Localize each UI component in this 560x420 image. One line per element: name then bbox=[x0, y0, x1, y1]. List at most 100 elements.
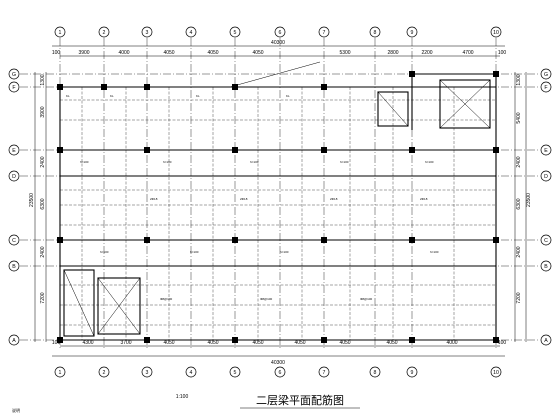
right-span-dim: 5400 bbox=[516, 112, 522, 123]
axis-bubble-label: G bbox=[544, 72, 548, 78]
axis-bubble-label: 3 bbox=[146, 30, 149, 36]
right-span-dim: 6300 bbox=[516, 198, 522, 209]
axis-bubble-label: A bbox=[544, 338, 548, 344]
bottom-axis-bubbles: 1 2 3 4 5 6 7 8 9 10 bbox=[54, 366, 502, 378]
axis-bubble-label: 1 bbox=[59, 370, 62, 376]
beam-label: KL bbox=[286, 94, 290, 98]
top-edge-dim-left: 100 bbox=[52, 50, 61, 56]
slab-thickness-label: h=100 bbox=[280, 250, 289, 254]
axis-bubble-label: 1 bbox=[59, 30, 62, 36]
axis-bubble-label: A bbox=[12, 338, 16, 344]
bottom-span-dim: 4050 bbox=[207, 340, 218, 346]
bottom-edge-dim-left: 100 bbox=[52, 340, 61, 346]
axis-bubble-label: B bbox=[12, 264, 16, 270]
drawing-title: 二层梁平面配筋图 bbox=[256, 393, 344, 407]
axis-bubble-label: 9 bbox=[411, 30, 414, 36]
top-span-dim: 4050 bbox=[207, 50, 218, 56]
bottom-dimension-chain: 100 100 4300 3700 4050 4050 4050 4050 40… bbox=[52, 340, 507, 366]
rebar-note: 2Φ18 bbox=[330, 197, 338, 201]
right-span-dim: 7200 bbox=[516, 292, 522, 303]
title-block: 二层梁平面配筋图 1:100 说明 bbox=[12, 393, 360, 413]
axis-bubble-label: 7 bbox=[323, 30, 326, 36]
axis-bubble-label: 6 bbox=[279, 30, 282, 36]
axis-bubble-label: 4 bbox=[190, 30, 193, 36]
axis-bubble-label: 10 bbox=[493, 30, 499, 36]
slab-thickness-label: h=100 bbox=[163, 160, 172, 164]
slab-thickness-label: h=100 bbox=[340, 160, 349, 164]
axis-bubble-label: 5 bbox=[234, 370, 237, 376]
stirrup-note: Φ8@100 bbox=[260, 297, 272, 301]
right-axis-bubbles: G F E D C B A bbox=[540, 68, 552, 346]
axis-bubble-label: 6 bbox=[279, 370, 282, 376]
slab-thickness-label: h=100 bbox=[425, 160, 434, 164]
right-total-dim: 23500 bbox=[526, 193, 532, 207]
rebar-note: 2Φ18 bbox=[240, 197, 248, 201]
right-span-dim: 2400 bbox=[516, 156, 522, 167]
slab-thickness-label: h=100 bbox=[80, 160, 89, 164]
axis-bubble-label: 8 bbox=[374, 30, 377, 36]
secondary-beams bbox=[60, 87, 496, 340]
axis-bubble-label: E bbox=[544, 148, 548, 154]
top-total-dimension: 40300 bbox=[271, 40, 285, 46]
bottom-total-dimension: 40300 bbox=[271, 360, 285, 366]
left-dimension-chain: 1300 3900 2400 6300 2400 7200 23500 bbox=[29, 72, 47, 342]
beam-label: KL bbox=[110, 94, 114, 98]
axis-bubble-label: 2 bbox=[103, 370, 106, 376]
top-span-dim: 3900 bbox=[78, 50, 89, 56]
left-span-dim: 2400 bbox=[40, 246, 46, 257]
axis-bubble-label: F bbox=[12, 85, 15, 91]
top-span-dim: 2200 bbox=[421, 50, 432, 56]
slab-thickness-label: h=100 bbox=[430, 250, 439, 254]
right-span-dim: 1300 bbox=[516, 74, 522, 85]
left-total-dim: 23500 bbox=[29, 193, 35, 207]
axis-bubble-label: 4 bbox=[190, 370, 193, 376]
right-dimension-chain: 1300 5400 2400 6300 2400 7200 23500 bbox=[514, 72, 532, 342]
top-axis-bubbles: 1 2 3 4 5 6 7 8 9 10 bbox=[54, 26, 502, 38]
axis-bubble-label: 2 bbox=[103, 30, 106, 36]
bottom-span-dim: 4050 bbox=[339, 340, 350, 346]
slab-thickness-label: h=100 bbox=[190, 250, 199, 254]
main-beams bbox=[59, 73, 497, 341]
beam-label: KL bbox=[196, 94, 200, 98]
rebar-note: 2Φ18 bbox=[420, 197, 428, 201]
axis-bubble-label: 9 bbox=[411, 370, 414, 376]
axis-bubble-label: 7 bbox=[323, 370, 326, 376]
left-span-dim: 6300 bbox=[40, 198, 46, 209]
bottom-span-dim: 4300 bbox=[82, 340, 93, 346]
axis-bubble-label: C bbox=[12, 238, 16, 244]
bottom-span-dim: 4050 bbox=[294, 340, 305, 346]
beam-label: KL bbox=[66, 94, 70, 98]
bottom-span-dim: 3700 bbox=[120, 340, 131, 346]
scale-mark: 1:100 bbox=[176, 394, 189, 400]
beam-annotations: KL KL KL KL h=100 h=100 h=100 h=100 h=10… bbox=[66, 94, 439, 301]
axis-bubble-label: D bbox=[544, 174, 548, 180]
bottom-span-dim: 4050 bbox=[252, 340, 263, 346]
top-span-dim: 4700 bbox=[462, 50, 473, 56]
left-span-dim: 7200 bbox=[40, 292, 46, 303]
left-axis-bubbles: G F E D C B A bbox=[8, 68, 20, 346]
stair-openings bbox=[63, 61, 491, 337]
axis-bubble-label: E bbox=[12, 148, 16, 154]
stirrup-note: Φ8@100 bbox=[360, 297, 372, 301]
axis-bubble-label: D bbox=[12, 174, 16, 180]
bottom-edge-dim-right: 100 bbox=[498, 340, 507, 346]
axis-bubble-label: 5 bbox=[234, 30, 237, 36]
axis-bubble-label: C bbox=[544, 238, 548, 244]
left-span-dim: 1300 bbox=[40, 74, 46, 85]
top-dimension-chain: 40300 100 100 3900 4000 4050 4050 4050 5… bbox=[52, 40, 507, 57]
left-span-dim: 3900 bbox=[40, 106, 46, 117]
slab-thickness-label: h=100 bbox=[250, 160, 259, 164]
left-span-dim: 2400 bbox=[40, 156, 46, 167]
bottom-span-dim: 4050 bbox=[386, 340, 397, 346]
top-span-dim: 4050 bbox=[252, 50, 263, 56]
slab-thickness-label: h=100 bbox=[100, 250, 109, 254]
right-span-dim: 2400 bbox=[516, 246, 522, 257]
corner-note: 说明 bbox=[12, 407, 20, 413]
bottom-span-dim: 4050 bbox=[163, 340, 174, 346]
rebar-note: 2Φ18 bbox=[150, 197, 158, 201]
axis-bubble-label: 3 bbox=[146, 370, 149, 376]
axis-bubble-label: G bbox=[12, 72, 16, 78]
top-edge-dim-right: 100 bbox=[498, 50, 507, 56]
columns bbox=[57, 71, 499, 343]
